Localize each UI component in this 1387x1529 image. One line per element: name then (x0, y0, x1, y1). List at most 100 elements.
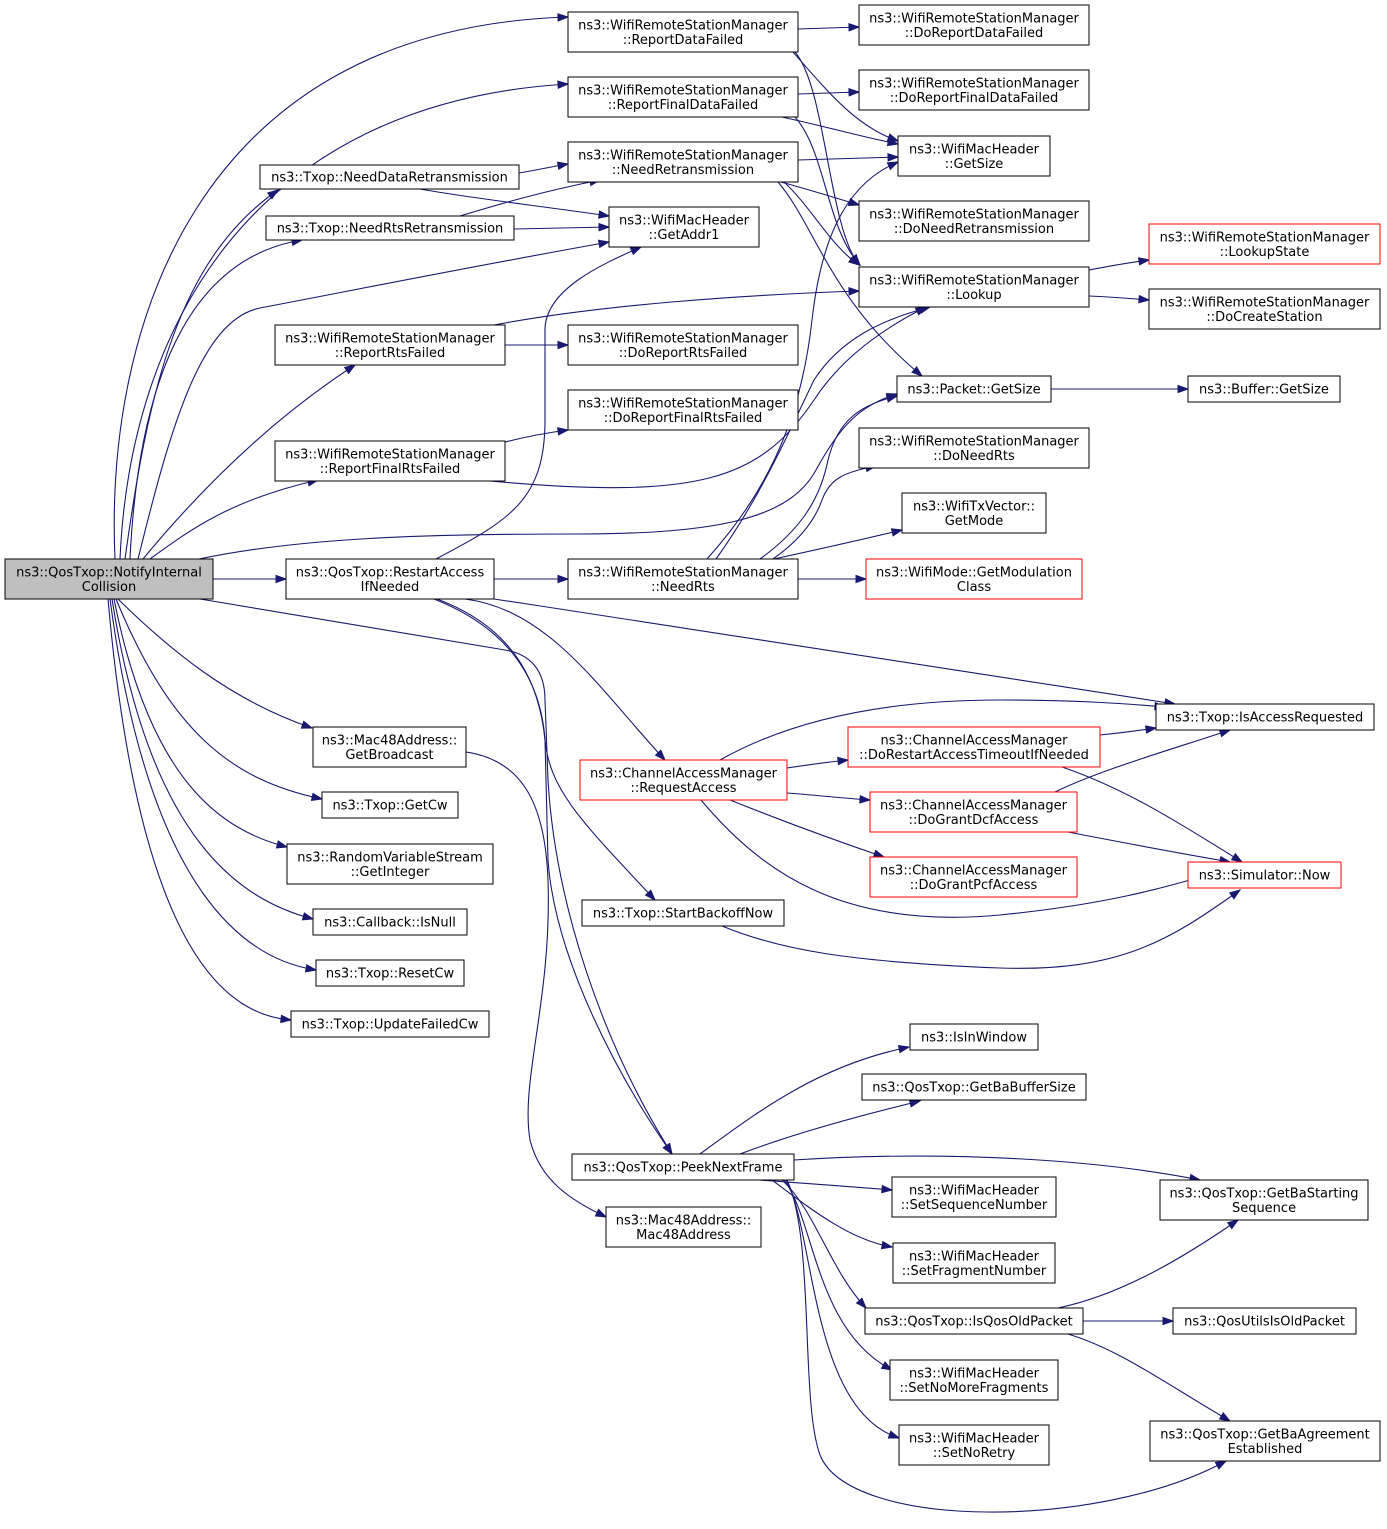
edge-line (759, 395, 898, 560)
graph-node-n5[interactable]: ns3::WifiMacHeader::GetSize (897, 135, 1051, 177)
graph-node-n30[interactable]: ns3::Txop::GetCw (321, 791, 459, 819)
node-label: ns3::Txop::GetCw (332, 799, 447, 814)
graph-node-n28[interactable]: ns3::ChannelAccessManager::RequestAccess (579, 759, 788, 801)
graph-node-n46[interactable]: ns3::QosUtilsIsOldPacket (1172, 1307, 1357, 1335)
graph-node-n12[interactable]: ns3::WifiRemoteStationManager::Lookup (858, 266, 1090, 308)
graph-node-n44[interactable]: ns3::WifiMacHeader::SetFragmentNumber (892, 1242, 1056, 1284)
edge-line (115, 598, 323, 800)
node-box (567, 324, 799, 366)
node-label: ns3::WifiMacHeader (619, 213, 750, 228)
node-label: ns3::WifiRemoteStationManager (578, 565, 788, 580)
graph-node-n25[interactable]: ns3::Txop::IsAccessRequested (1155, 703, 1375, 731)
node-label: ::DoNeedRetransmission (894, 222, 1054, 237)
node-box (869, 856, 1078, 898)
graph-node-n31[interactable]: ns3::RandomVariableStream::GetInteger (286, 843, 494, 885)
graph-node-n47[interactable]: ns3::WifiMacHeader::SetNoMoreFragments (889, 1359, 1059, 1401)
node-box (567, 11, 799, 53)
graph-node-n43[interactable]: ns3::Mac48Address::Mac48Address (605, 1206, 762, 1248)
node-label: ns3::WifiRemoteStationManager (285, 331, 495, 346)
edge-line (794, 51, 860, 266)
edge-line (794, 116, 861, 266)
graph-node-n29[interactable]: ns3::ChannelAccessManager::DoGrantDcfAcc… (869, 791, 1078, 833)
arrowhead-icon (1214, 1460, 1228, 1470)
arrowhead-icon (872, 849, 886, 858)
graph-node-n4[interactable]: ns3::WifiRemoteStationManager::DoReportF… (858, 69, 1090, 111)
graph-node-n10[interactable]: ns3::Txop::NeedRtsRetransmission (265, 215, 515, 241)
graph-node-n33[interactable]: ns3::Simulator::Now (1187, 861, 1342, 889)
node-label: ns3::WifiMacHeader (909, 1183, 1040, 1198)
edge-line (715, 306, 931, 560)
edge-n40-to-n44 (771, 1179, 894, 1250)
node-label: Collision (82, 580, 136, 595)
graph-node-n16[interactable]: ns3::Packet::GetSize (896, 375, 1052, 403)
arrowhead-icon (275, 840, 289, 849)
edge-n23-to-n24 (798, 574, 868, 584)
graph-node-n8[interactable]: ns3::WifiRemoteStationManager::DoNeedRet… (858, 200, 1090, 242)
node-label: ns3::WifiTxVector:: (913, 499, 1035, 514)
arrowhead-icon (557, 427, 570, 436)
edge-line (700, 799, 1231, 918)
node-label: ns3::WifiRemoteStationManager (869, 273, 1079, 288)
graph-node-n3[interactable]: ns3::WifiRemoteStationManager::ReportFin… (567, 76, 799, 118)
graph-node-n32[interactable]: ns3::ChannelAccessManager::DoGrantPcfAcc… (869, 856, 1078, 898)
graph-node-n18[interactable]: ns3::WifiRemoteStationManager::DoReportF… (567, 389, 799, 431)
node-box (889, 1359, 1059, 1401)
graph-node-n49[interactable]: ns3::WifiMacHeader::SetNoRetry (898, 1424, 1050, 1466)
node-label: ::SetNoMoreFragments (900, 1381, 1049, 1396)
node-label: ns3::WifiRemoteStationManager (869, 207, 1079, 222)
graph-node-n36[interactable]: ns3::Txop::ResetCw (315, 959, 465, 987)
node-label: ::DoReportDataFailed (905, 26, 1044, 41)
edge-n26-to-n25 (1099, 725, 1158, 736)
edge-line (113, 598, 288, 848)
arrowhead-icon (847, 255, 861, 266)
graph-node-n1[interactable]: ns3::WifiRemoteStationManager::ReportDat… (567, 11, 799, 53)
graph-node-n41[interactable]: ns3::WifiMacHeader::SetSequenceNumber (891, 1176, 1057, 1218)
graph-node-n9[interactable]: ns3::WifiMacHeader::GetAddr1 (608, 206, 760, 248)
node-box (312, 908, 468, 936)
edge-n6-to-n12 (783, 181, 861, 266)
arrowhead-icon (275, 574, 288, 584)
node-label: GetMode (945, 514, 1004, 529)
arrowhead-icon (304, 963, 318, 973)
node-label: ns3::Txop::NeedDataRetransmission (271, 171, 508, 186)
graph-node-n14[interactable]: ns3::WifiRemoteStationManager::ReportRts… (274, 324, 506, 366)
graph-node-n7[interactable]: ns3::Txop::NeedDataRetransmission (259, 164, 520, 190)
graph-node-n37[interactable]: ns3::Txop::UpdateFailedCw (290, 1010, 490, 1038)
node-label: ::DoGrantPcfAccess (910, 878, 1038, 893)
node-label: ::SetFragmentNumber (902, 1264, 1047, 1279)
graph-node-n19[interactable]: ns3::WifiRemoteStationManager::ReportFin… (274, 440, 506, 482)
graph-node-n2[interactable]: ns3::WifiRemoteStationManager::DoReportD… (858, 4, 1090, 46)
graph-node-n11[interactable]: ns3::WifiRemoteStationManager::LookupSta… (1148, 223, 1381, 265)
graph-node-n17[interactable]: ns3::Buffer::GetSize (1187, 375, 1341, 403)
arrowhead-icon (280, 1014, 293, 1024)
edge-n45-to-n46 (1083, 1316, 1175, 1326)
edge-n3-to-n4 (797, 88, 861, 97)
graph-node-n27[interactable]: ns3::Mac48Address::GetBroadcast (312, 726, 467, 768)
node-label: Sequence (1232, 1201, 1296, 1216)
graph-node-n20[interactable]: ns3::WifiRemoteStationManager::DoNeedRts (858, 427, 1090, 469)
node-box (892, 1242, 1056, 1284)
graph-node-n13[interactable]: ns3::WifiRemoteStationManager::DoCreateS… (1148, 288, 1381, 330)
graph-node-n26[interactable]: ns3::ChannelAccessManager::DoRestartAcce… (847, 726, 1101, 768)
graph-node-n38[interactable]: ns3::IsInWindow (909, 1023, 1039, 1051)
graph-node-n34[interactable]: ns3::Txop::StartBackoffNow (581, 899, 785, 927)
node-box (581, 899, 785, 927)
graph-node-n35[interactable]: ns3::Callback::IsNull (312, 908, 468, 936)
node-label: ns3::Txop::NeedRtsRetransmission (277, 222, 504, 237)
arrowhead-icon (897, 1044, 911, 1054)
graph-node-n21[interactable]: ns3::WifiTxVector::GetMode (901, 492, 1047, 534)
node-label: ns3::RandomVariableStream (297, 850, 483, 865)
graph-node-n39[interactable]: ns3::QosTxop::GetBaBufferSize (861, 1073, 1087, 1101)
graph-node-n40[interactable]: ns3::QosTxop::PeekNextFrame (571, 1153, 795, 1181)
graph-node-n6[interactable]: ns3::WifiRemoteStationManager::NeedRetra… (567, 141, 799, 183)
graph-node-n15[interactable]: ns3::WifiRemoteStationManager::DoReportR… (567, 324, 799, 366)
graph-node-n45[interactable]: ns3::QosTxop::IsQosOldPacket (864, 1307, 1084, 1335)
node-box (858, 266, 1090, 308)
node-label: Established (1228, 1442, 1303, 1457)
graph-node-n23[interactable]: ns3::WifiRemoteStationManager::NeedRts (567, 558, 799, 600)
